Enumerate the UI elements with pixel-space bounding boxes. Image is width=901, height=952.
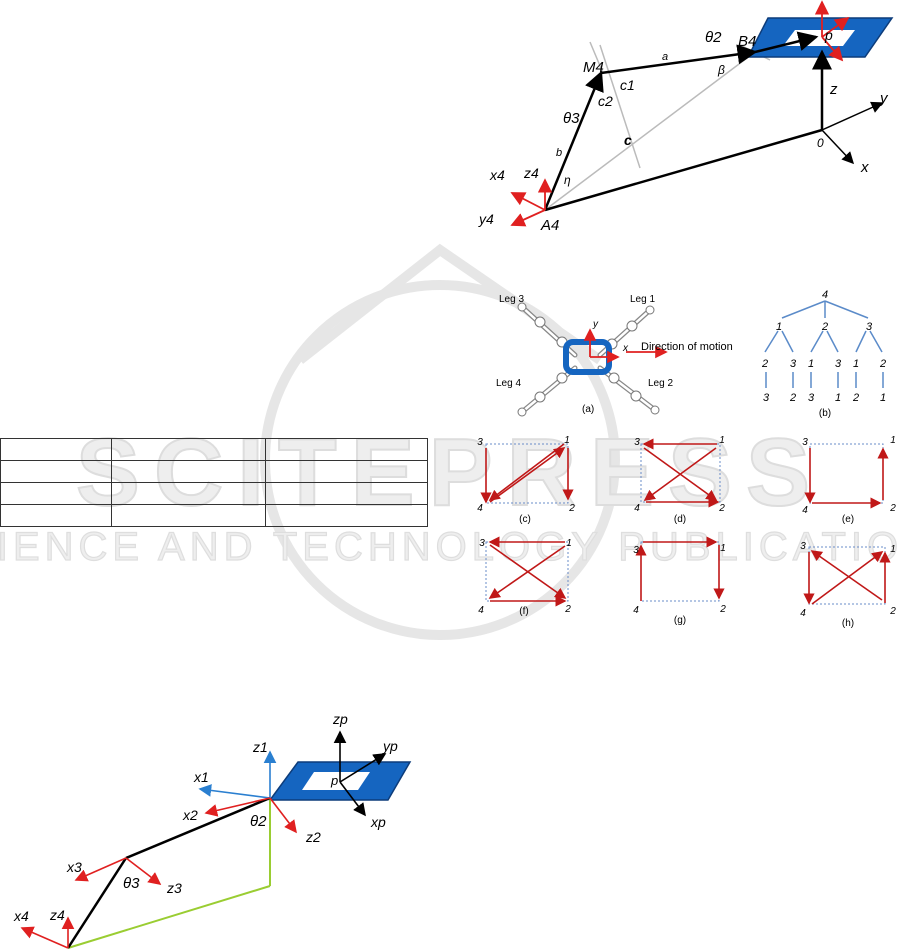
corner-label: 3 (479, 538, 485, 549)
label-x1: x1 (193, 769, 209, 785)
label-c: c (624, 132, 632, 148)
watermark-subtitle: SCIENCE AND TECHNOLOGY PUBLICATIONS (0, 525, 901, 569)
caption-c: (c) (519, 514, 531, 525)
label-zp: zp (332, 711, 348, 727)
label-eta: η (564, 173, 571, 187)
leg-4-label: Leg 4 (496, 378, 521, 389)
label-x4: x4 (13, 908, 29, 924)
caption-h: (h) (842, 618, 854, 629)
label-z4: z4 (523, 165, 539, 181)
label-z3: z3 (166, 880, 182, 896)
label-origin: 0 (817, 136, 824, 150)
corner-label: 2 (889, 503, 896, 514)
label-A4: A4 (540, 217, 559, 234)
label-z: z (829, 81, 838, 98)
leg-2-label: Leg 2 (648, 378, 673, 389)
gait-sequences-figure: 3 1 4 2 (c) 3 1 4 2 (d) 3 1 4 2 (e) 3 1 … (477, 435, 896, 629)
empty-table (0, 438, 428, 527)
tree-node: 3 (808, 392, 815, 404)
leg-1-label: Leg 1 (630, 294, 655, 305)
label-y4: y4 (478, 211, 494, 227)
label-beta: β (717, 63, 725, 77)
label-z4: z4 (49, 907, 65, 923)
label-x4: x4 (489, 167, 505, 183)
tree-node: 3 (866, 321, 873, 333)
label-B4: B4 (738, 33, 756, 50)
label-p: p (824, 27, 833, 43)
corner-label: 1 (890, 544, 896, 555)
tree-node: 1 (808, 358, 814, 370)
tree-node: 3 (763, 392, 770, 404)
corner-label: 4 (633, 605, 639, 616)
label-theta3: θ3 (123, 875, 140, 892)
tree-node: 4 (822, 289, 828, 301)
corner-label: 4 (478, 605, 484, 616)
tree-node: 1 (853, 358, 859, 370)
corner-label: 4 (800, 608, 806, 619)
corner-label: 3 (800, 541, 806, 552)
corner-label: 3 (802, 437, 808, 448)
corner-label: 1 (564, 435, 570, 446)
corner-label: 3 (634, 437, 640, 448)
label-z1: z1 (252, 739, 268, 755)
gait-tree-figure: 4 1 2 3 2 3 1 3 1 2 3 2 3 1 2 1 (b) (761, 289, 886, 419)
label-a: a (662, 51, 668, 63)
caption-f: (f) (519, 606, 528, 617)
frames-figure: zp z1 yp x1 p x2 θ2 xp z2 x3 θ3 z3 z4 x4 (13, 711, 412, 949)
motion-label: Direction of motion (641, 341, 733, 353)
tree-node: 1 (835, 392, 841, 404)
label-p: p (330, 773, 338, 788)
leg-geometry-figure: θ2 B4 p a M4 c1 β z y c2 θ3 c 0 b x x4 z… (478, 0, 894, 234)
tree-node: 1 (880, 392, 886, 404)
corner-label: 4 (802, 505, 808, 516)
label-theta3: θ3 (563, 110, 580, 127)
label-xp: xp (370, 814, 386, 830)
label-x3: x3 (66, 859, 82, 875)
robot-walk-figure: Leg 3 Leg 1 Leg 4 Leg 2 y x Direction of… (496, 294, 733, 417)
label-M4: M4 (583, 59, 604, 76)
tree-node: 3 (790, 358, 797, 370)
caption-d: (d) (674, 514, 686, 525)
label-theta2: θ2 (705, 29, 722, 46)
label-c2: c2 (598, 93, 613, 109)
tree-node: 2 (879, 358, 886, 370)
corner-label: 3 (633, 545, 639, 556)
caption-e: (e) (842, 514, 854, 525)
corner-label: 2 (564, 604, 571, 615)
tree-node: 1 (776, 321, 782, 333)
label-yp: yp (382, 738, 398, 754)
leg-3-label: Leg 3 (499, 294, 524, 305)
label-x2: x2 (182, 807, 198, 823)
caption-a: (a) (582, 404, 594, 415)
corner-label: 4 (477, 503, 483, 514)
caption-g: (g) (674, 615, 686, 626)
tree-node: 2 (789, 392, 796, 404)
corner-label: 4 (634, 503, 640, 514)
corner-label: 2 (719, 604, 726, 615)
tree-node: 3 (835, 358, 842, 370)
tree-node: 2 (852, 392, 859, 404)
corner-label: 2 (889, 606, 896, 617)
axis-x-label: x (622, 343, 629, 354)
corner-label: 1 (720, 543, 726, 554)
caption-b: (b) (819, 408, 831, 419)
corner-label: 2 (568, 503, 575, 514)
label-b: b (556, 147, 562, 159)
label-theta2: θ2 (250, 813, 267, 830)
label-x: x (860, 159, 869, 176)
label-y: y (879, 90, 889, 107)
corner-label: 1 (890, 435, 896, 446)
corner-label: 1 (719, 435, 725, 446)
corner-label: 1 (566, 538, 572, 549)
tree-node: 2 (821, 321, 828, 333)
tree-node: 2 (761, 358, 768, 370)
label-z2: z2 (305, 829, 321, 845)
axis-y-label: y (592, 319, 599, 330)
corner-label: 3 (477, 437, 483, 448)
corner-label: 2 (718, 503, 725, 514)
label-c1: c1 (620, 77, 635, 93)
